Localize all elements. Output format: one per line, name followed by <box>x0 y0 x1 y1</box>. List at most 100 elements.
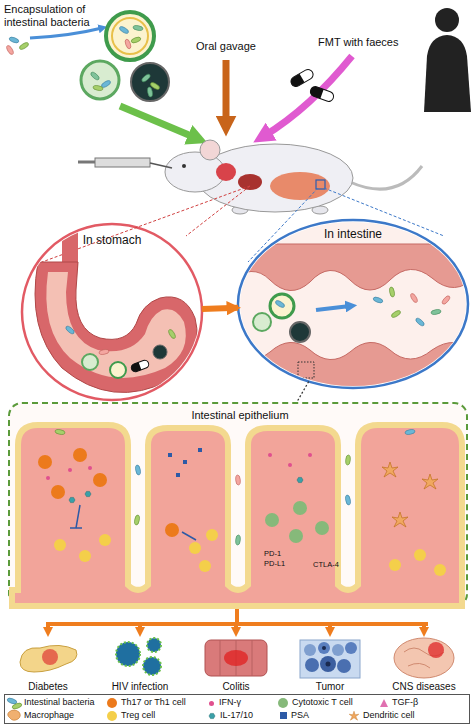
pills-part-part <box>309 85 335 103</box>
villi-illustration-part <box>382 462 398 477</box>
stomach-illustration-part <box>130 359 150 373</box>
virus-icon-part <box>143 657 161 675</box>
tumor-icon-part <box>304 644 316 656</box>
villi-illustration-part <box>79 550 91 562</box>
mouse-illustration <box>78 140 422 214</box>
node-outline-shape <box>238 220 468 388</box>
capsules-part <box>131 36 142 44</box>
villi-illustration-part <box>389 559 401 571</box>
disease-label: CNS diseases <box>379 681 469 693</box>
villi-illustration-part <box>315 521 329 535</box>
villi-illustration-part <box>76 505 80 528</box>
method-label: FMT with faeces <box>318 36 418 49</box>
capsules-part <box>90 71 101 81</box>
pancreas-icon-part <box>42 649 58 665</box>
villi-illustration-part <box>189 542 201 554</box>
stomach-illustration-part-part <box>130 362 141 373</box>
mouse-illustration-part <box>182 164 186 168</box>
pancreas-icon <box>20 645 77 672</box>
intestine-illustration-part <box>230 214 474 404</box>
tumor-icon-part <box>322 646 326 650</box>
legend-text: Cytotoxic T cell <box>292 697 353 707</box>
villi-illustration-part <box>183 460 187 464</box>
flow-arrow <box>202 308 238 309</box>
brain-icon-part <box>394 638 454 678</box>
outcome-arrows <box>46 609 428 631</box>
bacteria-cluster-part <box>9 36 20 44</box>
villi-illustration-part <box>168 453 172 457</box>
capsules <box>81 12 169 101</box>
pills-part-part <box>289 74 304 89</box>
villi-illustration-part <box>69 497 75 502</box>
colon-icon-part <box>205 640 267 676</box>
intestine-illustration-part <box>275 300 286 309</box>
outcome-arrows-part <box>235 609 239 624</box>
person-silhouette-part <box>435 8 459 32</box>
brain-icon <box>394 638 454 678</box>
tumor-icon-part <box>305 658 319 672</box>
intestine-illustration-part <box>316 306 350 310</box>
molecule-label: PD-1 <box>264 550 294 559</box>
stomach-illustration-part <box>99 349 110 355</box>
node-title: Intestinal epithelium <box>170 409 310 422</box>
villi-illustration-part <box>289 529 303 543</box>
disease-label: Tumor <box>285 681 375 693</box>
disease-label: Diabetes <box>3 681 93 693</box>
brain-icon-part <box>428 642 444 658</box>
intestine-illustration-part <box>253 313 271 331</box>
villi-illustration-part <box>55 429 66 435</box>
mouse-illustration-part <box>238 174 262 190</box>
villi-illustration-part <box>265 513 279 527</box>
legend-samples-part <box>349 711 359 720</box>
villi-illustration-part <box>206 529 218 541</box>
delivery-arrows-part <box>264 56 352 136</box>
mouse-illustration-part <box>200 140 220 160</box>
virus-icon <box>116 638 161 675</box>
legend-frame <box>5 695 470 724</box>
bacteria-cluster-part <box>19 42 30 51</box>
legend-text: Intestinal bacteria <box>24 697 95 707</box>
villi-illustration-part <box>51 485 65 499</box>
stomach-illustration-part <box>65 325 76 335</box>
mouse-illustration-part <box>95 158 150 167</box>
intestine-illustration-part <box>415 317 426 327</box>
person-silhouette-part <box>424 35 471 112</box>
stomach-illustration-part <box>82 354 98 370</box>
villi-illustration-part <box>54 539 66 551</box>
stomach-illustration-part-part <box>130 359 150 373</box>
villi-illustration-part <box>297 477 303 482</box>
method-label: Encapsulation of intestinal bacteria <box>4 3 106 28</box>
mouse-illustration-part <box>316 180 325 189</box>
zoom-leader <box>297 382 309 403</box>
intestine-illustration-part <box>298 362 314 378</box>
intestine-illustration <box>230 214 474 404</box>
method-label: Oral gavage <box>191 40 261 53</box>
legend-text: Treg cell <box>121 710 155 720</box>
disease-label: Colitis <box>191 681 281 693</box>
mouse-illustration-part <box>216 163 236 181</box>
legend-swatch <box>107 711 117 721</box>
disease-label: HIV infection <box>95 681 185 693</box>
colon-icon-part <box>224 650 248 666</box>
mouse-illustration-part <box>78 161 95 164</box>
villi-illustration-part <box>182 532 196 540</box>
tumor-icon-part <box>345 642 357 654</box>
molecule-label: PD-L1 <box>264 560 294 569</box>
capsules-part <box>81 61 119 99</box>
capsules-part <box>141 73 152 83</box>
villi-illustration-part <box>198 448 202 452</box>
villi-illustration-part <box>73 448 87 462</box>
villi-illustration-part <box>405 429 416 435</box>
delivery-arrows <box>120 56 352 138</box>
intestine-illustration-part <box>373 296 384 304</box>
capsules-part <box>131 63 169 101</box>
tumor-icon-part <box>332 644 344 656</box>
outcome-arrows-part <box>422 624 426 631</box>
intestine-illustration-part <box>230 342 474 400</box>
intestine-illustration-part <box>389 287 395 298</box>
legend-text: Macrophage <box>24 710 74 720</box>
legend-samples-part <box>8 710 21 720</box>
villi-illustration-part <box>99 534 111 546</box>
